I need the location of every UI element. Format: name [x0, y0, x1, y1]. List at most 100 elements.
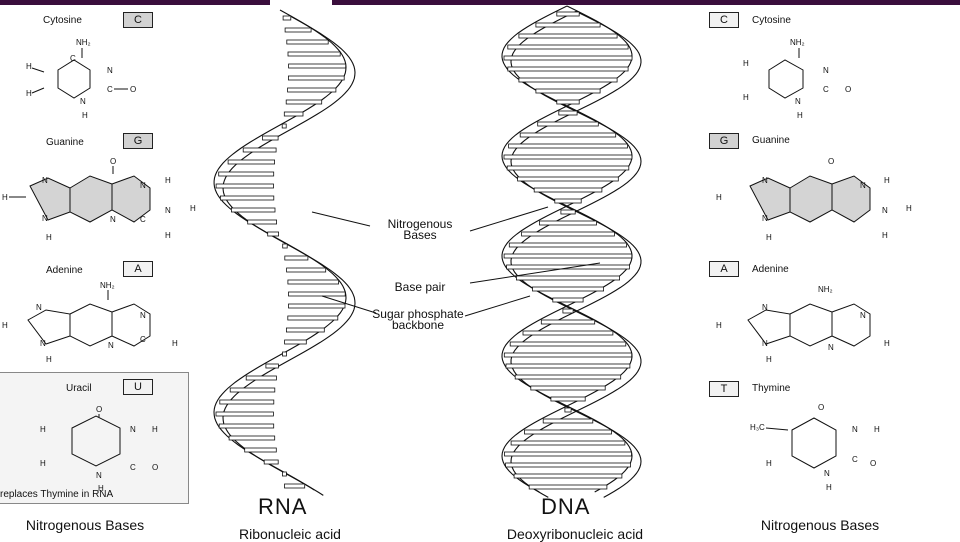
svg-text:H: H: [766, 459, 772, 468]
base-rung: [531, 386, 605, 390]
base-rung: [519, 78, 617, 82]
cytosine-label-right: Cytosine: [752, 15, 791, 26]
svg-text:N: N: [823, 66, 829, 75]
svg-text:H: H: [165, 176, 171, 185]
base-rung: [289, 292, 346, 296]
base-rung: [287, 268, 326, 272]
adenine-label-left: Adenine: [46, 265, 83, 276]
svg-text:H: H: [826, 483, 832, 492]
thymine-label: Thymine: [752, 383, 790, 394]
base-rung: [285, 484, 305, 488]
svg-text:N: N: [165, 206, 171, 215]
svg-text:C: C: [140, 215, 146, 224]
cytosine-letter-box-right: C: [709, 12, 739, 28]
svg-text:C: C: [107, 85, 113, 94]
svg-text:O: O: [110, 157, 116, 166]
base-rung: [559, 111, 577, 115]
backbone-strand-a-edge-1: [214, 10, 346, 490]
svg-text:H: H: [882, 231, 888, 240]
base-rung: [514, 474, 622, 478]
base-rung: [288, 280, 339, 284]
base-rung: [565, 408, 571, 412]
svg-text:H: H: [82, 111, 88, 120]
backbone-strand-a-edge-2: [223, 15, 355, 495]
svg-text:N: N: [762, 339, 768, 348]
svg-text:N: N: [80, 97, 86, 106]
uracil-structure: O N H C O N H H H: [30, 400, 180, 485]
svg-text:H: H: [716, 321, 722, 330]
base-rung: [283, 244, 288, 248]
svg-text:C: C: [70, 54, 76, 63]
base-rung: [504, 56, 632, 60]
base-rung: [538, 122, 599, 126]
nitrogenous-bases-label-left: Nitrogenous Bases: [10, 519, 160, 532]
svg-text:H: H: [190, 204, 196, 213]
base-rung: [519, 34, 617, 38]
base-rung: [285, 340, 307, 344]
svg-text:H: H: [743, 59, 749, 68]
svg-text:N: N: [40, 339, 46, 348]
leader-line-nitrogenous-dna: [470, 207, 548, 231]
svg-text:H: H: [152, 425, 158, 434]
rna-title: RNA: [258, 496, 307, 518]
base-rung: [509, 144, 628, 148]
base-rung: [551, 397, 585, 401]
svg-text:H: H: [797, 111, 803, 120]
base-rung: [511, 441, 625, 445]
rna-helix: [214, 10, 355, 495]
base-rung: [268, 232, 279, 236]
base-rung: [285, 28, 311, 32]
svg-text:H: H: [906, 204, 912, 213]
svg-text:N: N: [130, 425, 136, 434]
adenine-structure-right: NH₂ N N H H N N H: [712, 280, 902, 365]
svg-text:N: N: [762, 303, 768, 312]
base-rung: [282, 124, 286, 128]
svg-text:N: N: [140, 181, 146, 190]
svg-text:H: H: [716, 193, 722, 202]
svg-text:C: C: [823, 85, 829, 94]
thymine-letter-box: T: [709, 381, 739, 397]
svg-text:O: O: [130, 85, 136, 94]
callout-base-pair: Base pair: [380, 282, 460, 293]
base-rung: [509, 243, 626, 247]
base-rung: [533, 287, 604, 291]
dna-helix: [502, 6, 641, 497]
base-rung: [289, 64, 346, 68]
atom-nh2: NH₂: [76, 38, 91, 47]
callout-sugar-phosphate-backbone: Sugar phosphate backbone: [372, 309, 464, 331]
svg-text:N: N: [36, 303, 42, 312]
svg-text:N: N: [107, 66, 113, 75]
base-rung: [219, 172, 274, 176]
svg-text:N: N: [110, 215, 116, 224]
svg-text:NH₂: NH₂: [790, 38, 805, 47]
base-rung: [536, 89, 600, 93]
base-rung: [505, 452, 632, 456]
base-rung: [248, 220, 277, 224]
base-rung: [529, 485, 607, 489]
svg-text:N: N: [882, 206, 888, 215]
svg-text:H: H: [46, 355, 52, 364]
svg-text:N: N: [824, 469, 830, 478]
thymine-structure: H₃C O N H C O N H H: [740, 400, 900, 490]
guanine-letter-box-left: G: [123, 133, 153, 149]
guanine-structure-left: O N N H H N H C N H H N: [0, 150, 200, 245]
cytosine-label-left: Cytosine: [43, 15, 82, 26]
base-rung: [266, 364, 279, 368]
svg-text:N: N: [140, 311, 146, 320]
leader-line-backbone-dna: [465, 296, 530, 316]
base-rung: [508, 67, 628, 71]
base-rung: [286, 328, 324, 332]
uracil-label: Uracil: [66, 383, 92, 394]
svg-text:O: O: [818, 403, 824, 412]
svg-text:H: H: [2, 193, 8, 202]
adenine-letter-box-left: A: [123, 261, 153, 277]
base-rung: [504, 155, 632, 159]
callout-nitrogenous-bases: Nitrogenous Bases: [370, 219, 470, 241]
svg-text:O: O: [870, 459, 876, 468]
base-rung: [216, 184, 273, 188]
svg-text:H: H: [884, 339, 890, 348]
base-rung: [516, 276, 619, 280]
base-rung: [288, 316, 338, 320]
base-rung: [557, 12, 579, 16]
guanine-letter-box-right: G: [709, 133, 739, 149]
